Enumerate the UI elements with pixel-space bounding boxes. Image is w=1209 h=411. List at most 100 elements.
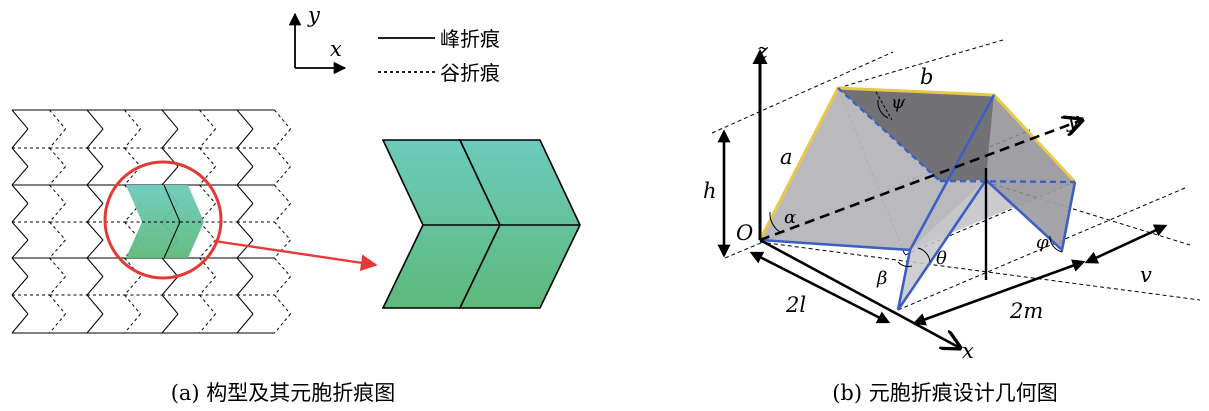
crease-line (236, 147, 254, 167)
crease-line (49, 109, 66, 130)
crease-line (199, 257, 216, 277)
label-h: h (703, 179, 717, 203)
crease-line (124, 276, 141, 296)
crease-line (49, 294, 66, 315)
crease-line (86, 128, 104, 149)
crease-line (161, 276, 179, 296)
pointer-arrow (213, 239, 378, 272)
theta-arc (917, 247, 931, 263)
crease-line (11, 184, 29, 204)
legend-valley-label: 谷折痕 (440, 61, 500, 85)
caption-a: (a) 构型及其元胞折痕图 (171, 381, 396, 405)
crease-line (199, 239, 216, 259)
legend-peak-label: 峰折痕 (440, 27, 500, 51)
crease-line (274, 221, 291, 241)
crease-line (236, 109, 254, 130)
crease-line (49, 128, 66, 149)
axes-indicator: y x (288, 3, 347, 75)
crease-line (161, 313, 179, 334)
alpha-arc (769, 211, 781, 233)
crease-line (49, 276, 66, 296)
crease-line (86, 257, 104, 277)
crease-line (161, 166, 179, 186)
crease-line (236, 239, 254, 259)
crease-line (11, 147, 29, 167)
label-y: y (1066, 108, 1080, 132)
axis-x-label: x (330, 37, 342, 61)
label-psi: ψ (891, 92, 906, 113)
crease-line (86, 276, 104, 296)
crease-line (199, 109, 216, 130)
crease-line (161, 128, 179, 149)
crease-line (274, 239, 291, 259)
label-z: z (756, 39, 769, 63)
crease-line (11, 257, 29, 277)
crease-line (236, 128, 254, 149)
enlarged-cell (381, 139, 581, 309)
crease-line (161, 257, 179, 277)
v-dimension (1084, 224, 1168, 264)
crease-line (49, 166, 66, 186)
panel-a: y x 峰折痕 谷折痕 (a) 构型及其元胞折痕图 (11, 3, 581, 405)
crease-line (199, 128, 216, 149)
crease-line (86, 294, 104, 315)
y-axis (759, 120, 1082, 242)
crease-line (199, 313, 216, 334)
label-b: b (920, 65, 933, 89)
crease-line (274, 147, 291, 167)
crease-line (274, 184, 291, 204)
crease-line (274, 166, 291, 186)
crease-line (236, 257, 254, 277)
psi-arc (877, 99, 889, 119)
crease-line (161, 109, 179, 130)
crease-line (236, 203, 254, 223)
crease-line (274, 128, 291, 149)
crease-line (49, 221, 66, 241)
crease-line (124, 313, 141, 334)
crease-line (236, 313, 254, 334)
legend: 峰折痕 谷折痕 (378, 27, 500, 85)
label-two-l: 2l (785, 293, 806, 317)
crease-line (86, 147, 104, 167)
crease-line (86, 203, 104, 223)
crease-line (199, 221, 216, 241)
crease-line (236, 184, 254, 204)
label-a: a (780, 145, 793, 169)
crease-line (86, 313, 104, 334)
crease-line (11, 109, 29, 130)
crease-line (11, 294, 29, 315)
label-theta: θ (936, 248, 947, 269)
crease-line (11, 221, 29, 241)
crease-line (86, 239, 104, 259)
crease-line (11, 203, 29, 223)
crease-line (86, 109, 104, 130)
crease-line (161, 294, 179, 315)
label-alpha: α (784, 207, 796, 228)
beta-arc (897, 261, 913, 267)
highlight-circle (103, 160, 223, 280)
crease-line (199, 276, 216, 296)
crease-line (11, 276, 29, 296)
crease-line (124, 294, 141, 315)
crease-line (124, 147, 141, 167)
crease-line (11, 313, 29, 334)
crease-line (124, 203, 141, 223)
crease-line (49, 147, 66, 167)
crease-line (49, 239, 66, 259)
crease-line (274, 313, 291, 334)
crease-line (86, 221, 104, 241)
crease-line (11, 239, 29, 259)
crease-line (236, 276, 254, 296)
two-m-dimension (912, 259, 1086, 326)
crease-line (274, 294, 291, 315)
crease-line (49, 257, 66, 277)
label-x: x (962, 339, 974, 363)
crease-line (274, 257, 291, 277)
crease-line (49, 203, 66, 223)
crease-line (236, 294, 254, 315)
crease-line (124, 128, 141, 149)
phi-arc (1049, 235, 1063, 253)
highlighted-cell (126, 184, 204, 259)
crease-line (236, 221, 254, 241)
